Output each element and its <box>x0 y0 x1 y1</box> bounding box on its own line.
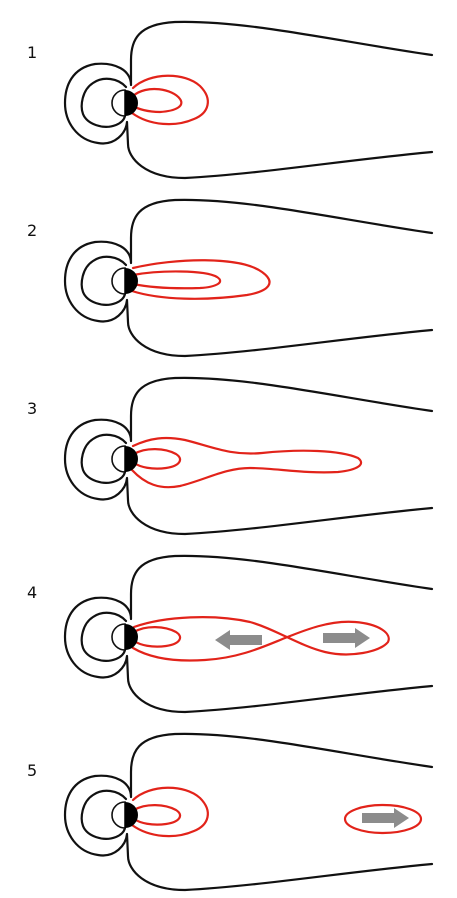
earth <box>112 446 138 472</box>
panel-number-label: 2 <box>27 221 37 240</box>
panel-number-label: 3 <box>27 399 37 418</box>
panel-number-label: 5 <box>27 761 37 780</box>
earth <box>112 802 138 828</box>
earth <box>112 90 138 116</box>
panel-number-label: 1 <box>27 43 37 62</box>
panel-number-label: 4 <box>27 583 37 602</box>
earth <box>112 624 138 650</box>
earth <box>112 268 138 294</box>
